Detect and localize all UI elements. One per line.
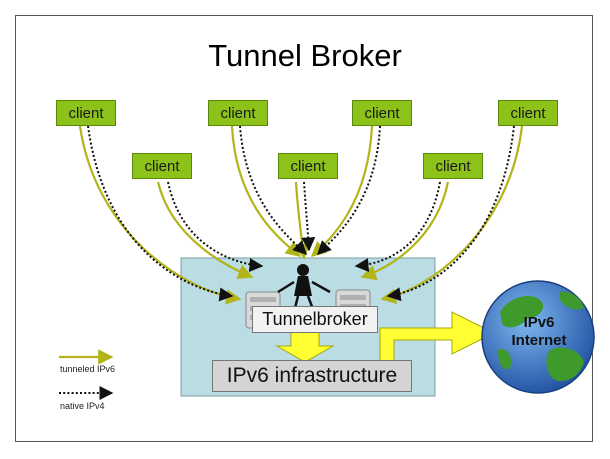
- globe-icon: [481, 280, 595, 394]
- internet-label-line2: Internet: [511, 332, 567, 349]
- client-node-4: client: [498, 100, 558, 126]
- infrastructure-box: IPv6 infrastructure: [212, 360, 412, 392]
- legend-tunneled-label: tunneled IPv6: [60, 364, 116, 374]
- client-node-5: client: [132, 153, 192, 179]
- internet-label-line1: IPv6: [523, 314, 555, 331]
- operator-person-icon: [277, 264, 331, 313]
- legend-native-label: native IPv4: [60, 401, 105, 411]
- client-node-7: client: [423, 153, 483, 179]
- tunnelbroker-box: Tunnelbroker: [252, 306, 378, 333]
- client-node-6: client: [278, 153, 338, 179]
- native-ipv4-links: [87, 125, 515, 302]
- client-node-2: client: [208, 100, 268, 126]
- client-node-1: client: [56, 100, 116, 126]
- page-title: Tunnel Broker: [208, 38, 402, 73]
- client-node-3: client: [352, 100, 412, 126]
- internet-label: IPv6 Internet: [500, 314, 578, 350]
